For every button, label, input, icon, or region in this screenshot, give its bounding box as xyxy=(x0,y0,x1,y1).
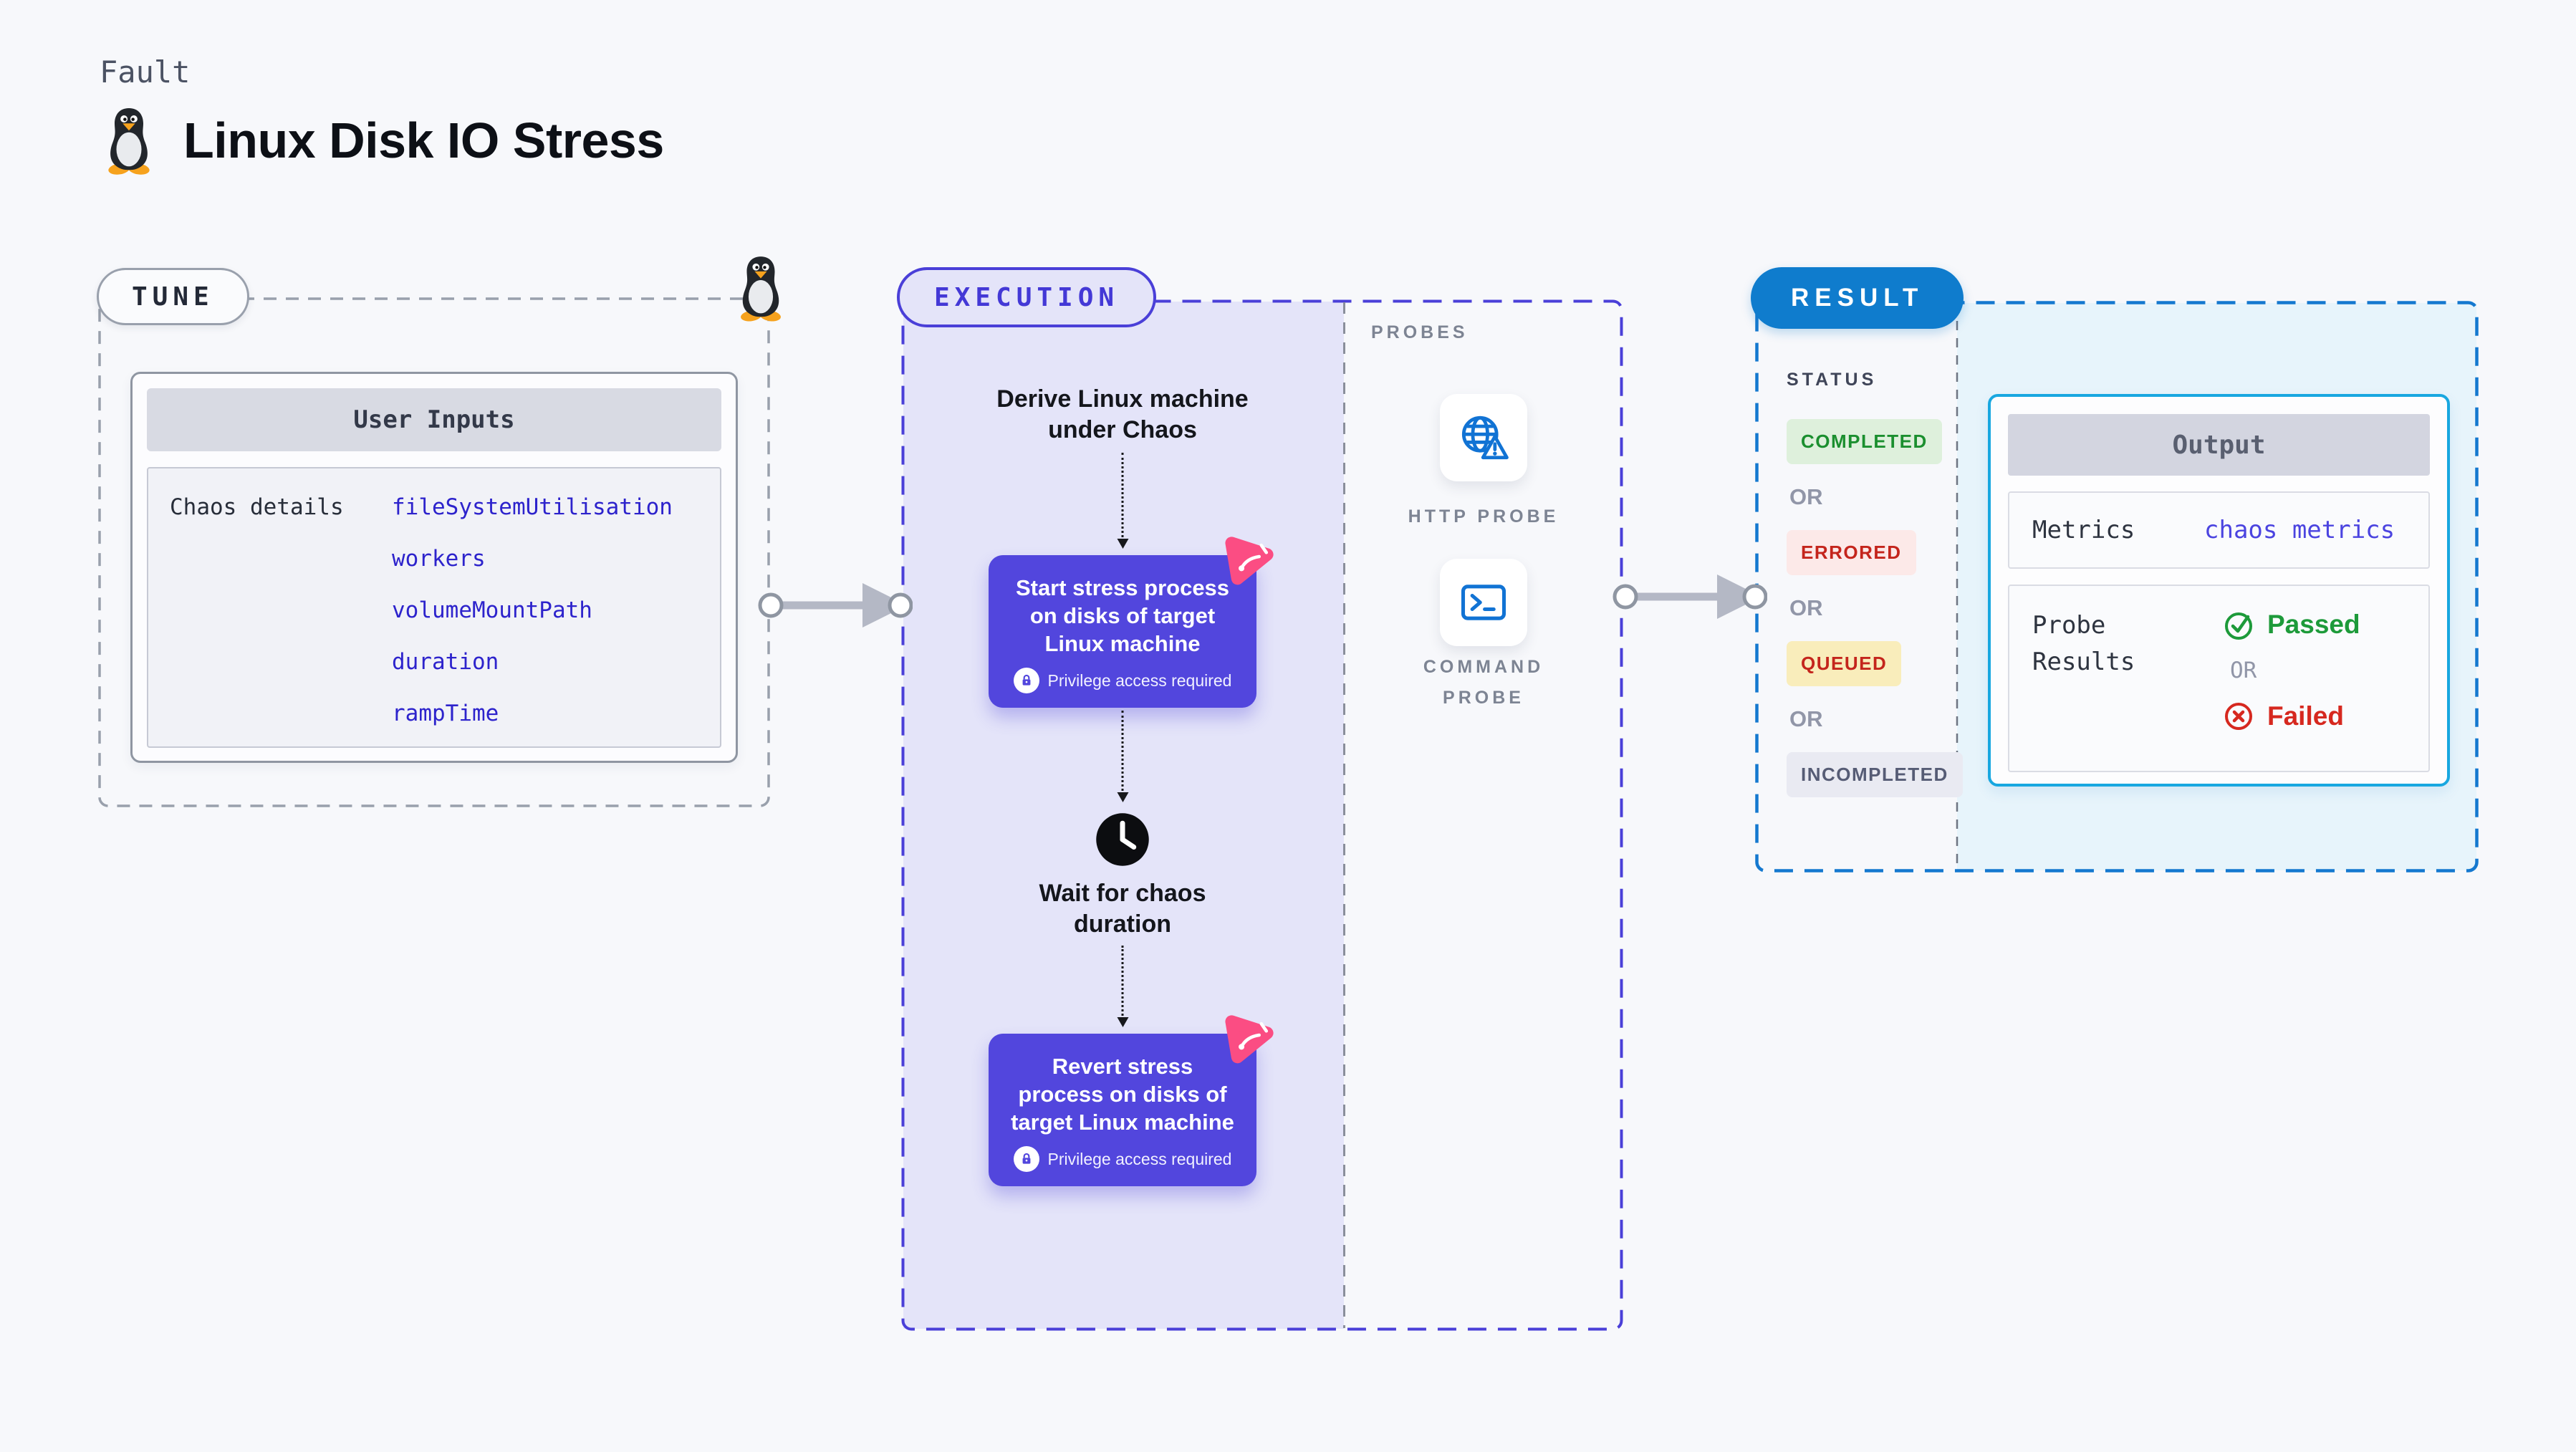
user-inputs-card: User Inputs Chaos details fileSystemUtil… xyxy=(130,372,738,763)
execution-flow: Derive Linux machine under Chaos Start s… xyxy=(901,299,1344,1331)
probe-results-row: Probe Results Passed OR xyxy=(2008,585,2430,772)
execution-section: EXECUTION Derive Linux machine under Cha… xyxy=(897,267,1623,1331)
flow-arrow-down-icon xyxy=(1117,453,1129,549)
passed-line: Passed xyxy=(2221,607,2360,642)
tune-badge: TUNE xyxy=(97,268,249,325)
param-item: duration xyxy=(392,649,499,675)
terminal-icon xyxy=(1461,585,1506,620)
privilege-row: Privilege access required xyxy=(1007,1146,1238,1173)
http-probe-card xyxy=(1440,394,1527,481)
passed-label: Passed xyxy=(2267,610,2360,639)
privilege-note: Privilege access required xyxy=(1047,1149,1232,1168)
output-card: Output Metrics chaos metrics Probe Resul… xyxy=(1988,394,2450,787)
param-item: rampTime xyxy=(392,701,499,726)
probes-panel: PROBES HTTP PROBE xyxy=(1344,299,1623,1331)
failed-line: Failed xyxy=(2221,699,2360,734)
lock-icon xyxy=(1013,1146,1039,1173)
command-probe-card xyxy=(1440,559,1527,646)
execution-badge: EXECUTION xyxy=(897,267,1157,327)
page-title-row: Linux Disk IO Stress xyxy=(100,106,664,175)
tux-penguin-icon xyxy=(733,254,789,322)
result-badge: RESULT xyxy=(1751,267,1964,329)
page-title: Linux Disk IO Stress xyxy=(183,112,664,168)
failed-label: Failed xyxy=(2267,701,2344,731)
or-label: OR xyxy=(2230,658,2257,683)
chaos-details-label: Chaos details xyxy=(170,494,344,520)
param-item: workers xyxy=(392,546,486,572)
privilege-row: Privilege access required xyxy=(1007,668,1238,694)
start-stress-node: Start stress process on disks of target … xyxy=(989,555,1256,708)
or-label: OR xyxy=(1789,595,1823,620)
tune-section: TUNE User Inputs Chaos details fileSyste… xyxy=(97,297,770,807)
status-badge-completed: COMPLETED xyxy=(1787,419,1942,464)
execution-to-result-arrow xyxy=(1613,574,1767,619)
user-inputs-title: User Inputs xyxy=(147,388,721,451)
tune-to-execution-arrow xyxy=(758,583,913,628)
output-title: Output xyxy=(2008,414,2430,476)
probes-label: PROBES xyxy=(1371,322,1469,342)
or-label: OR xyxy=(1789,706,1823,731)
metrics-row: Metrics chaos metrics xyxy=(2008,491,2430,569)
metrics-label: Metrics xyxy=(2032,516,2135,544)
user-inputs-body: Chaos details fileSystemUtilisation work… xyxy=(147,467,721,748)
tux-penguin-icon xyxy=(100,106,158,175)
status-column: STATUS COMPLETED OR ERRORED OR QUEUED OR… xyxy=(1787,370,1963,797)
result-section: RESULT STATUS COMPLETED OR ERRORED OR QU… xyxy=(1751,267,2479,872)
status-badge-incompleted: INCOMPLETED xyxy=(1787,752,1963,797)
param-item: fileSystemUtilisation xyxy=(392,494,673,520)
http-probe-label: HTTP PROBE xyxy=(1408,506,1559,527)
x-circle-icon xyxy=(2225,703,2252,730)
derive-step-label: Derive Linux machine under Chaos xyxy=(996,385,1249,443)
status-badge-queued: QUEUED xyxy=(1787,641,1902,686)
revert-stress-label: Revert stress process on disks of target… xyxy=(1011,1054,1234,1135)
chaos-pin-icon xyxy=(1213,527,1282,595)
status-badge-errored: ERRORED xyxy=(1787,530,1916,575)
clock-icon xyxy=(1092,809,1153,870)
wait-step-label: Wait for chaos duration xyxy=(1039,880,1206,938)
probe-results-values: Passed OR Failed xyxy=(2221,607,2360,749)
flow-arrow-down-icon xyxy=(1117,711,1129,802)
fault-kicker: Fault xyxy=(100,54,191,90)
param-item: volumeMountPath xyxy=(392,597,592,623)
chaos-pin-icon xyxy=(1213,1005,1282,1073)
globe-alert-icon xyxy=(1461,415,1509,460)
chaos-params-list: fileSystemUtilisation workers volumeMoun… xyxy=(392,494,673,726)
probe-results-label: Probe Results xyxy=(2032,611,2135,676)
revert-stress-node: Revert stress process on disks of target… xyxy=(989,1034,1256,1187)
lock-icon xyxy=(1013,668,1039,694)
or-label: OR xyxy=(1789,484,1823,509)
flow-arrow-down-icon xyxy=(1117,946,1129,1027)
start-stress-label: Start stress process on disks of target … xyxy=(1015,575,1230,657)
check-circle-icon xyxy=(2225,612,2252,640)
metrics-value: chaos metrics xyxy=(2204,516,2395,544)
privilege-note: Privilege access required xyxy=(1047,670,1232,690)
command-probe-label: COMMAND PROBE xyxy=(1423,657,1544,708)
status-heading: STATUS xyxy=(1787,370,1878,390)
